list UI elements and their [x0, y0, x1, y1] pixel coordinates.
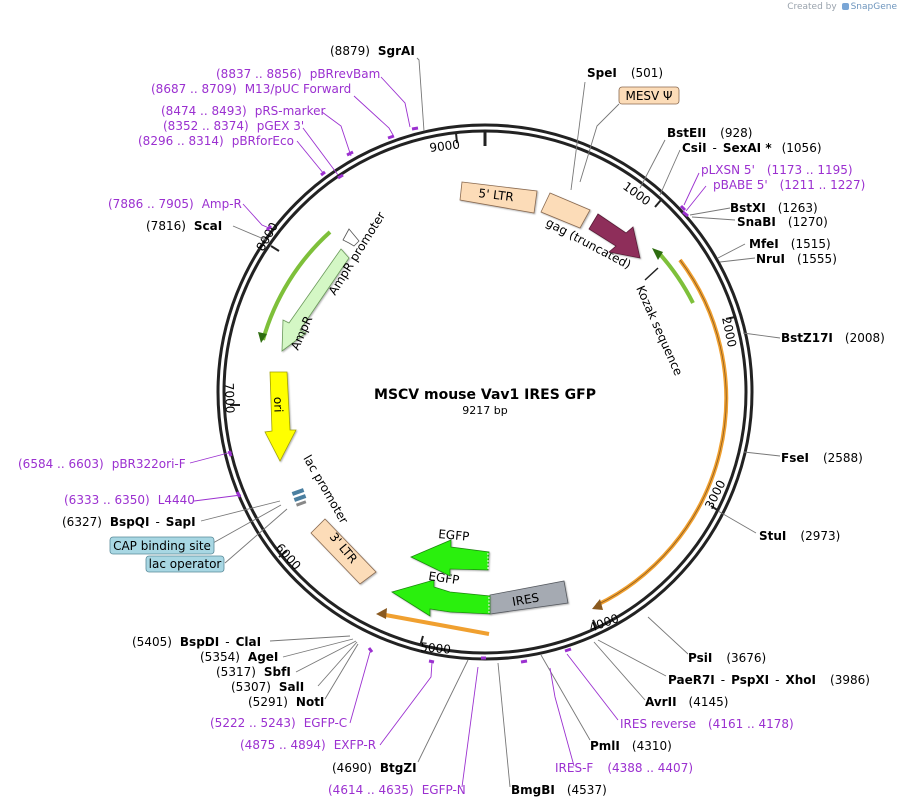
site-bstxi[interactable]: BstXI(1263)	[730, 201, 818, 215]
orange-orf-line	[596, 258, 729, 607]
primer-pbrforeco[interactable]: (8296 .. 8314)pBRforEco	[138, 134, 294, 148]
orange-orf-outline	[596, 259, 727, 606]
tick-1000: 1000	[620, 179, 653, 208]
site-fsei[interactable]: FseI(2588)	[781, 451, 863, 465]
tick-7000: 7000	[222, 383, 237, 414]
tick-2000: 2000	[719, 316, 739, 349]
tick-marks	[230, 132, 736, 647]
site-sbfi[interactable]: (5317)SbfI	[216, 665, 291, 679]
tick-9000: 9000	[429, 137, 461, 155]
site-scai[interactable]: (7816)ScaI	[146, 219, 222, 233]
site-csii[interactable]: CsiI-SexAI *(1056)	[682, 141, 822, 155]
ori-label: ori	[271, 397, 286, 413]
lac-operator-box[interactable]	[145, 555, 225, 573]
primer-iresrev[interactable]: IRES reverse(4161 .. 4178)	[620, 717, 794, 731]
site-bsteii[interactable]: BstEII(928)	[667, 126, 752, 140]
mesv-feature[interactable]	[618, 86, 680, 105]
site-psii[interactable]: PsiI(3676)	[688, 651, 766, 665]
green-orf-arrowhead-left	[258, 332, 267, 343]
ltr5-feature[interactable]	[459, 181, 538, 214]
primer-prs[interactable]: (8474 .. 8493)pRS-marker	[161, 104, 325, 118]
site-pmli[interactable]: PmlI(4310)	[590, 739, 672, 753]
site-mfei[interactable]: MfeI(1515)	[749, 237, 831, 251]
primer-l4440[interactable]: (6333 .. 6350)L4440	[64, 493, 195, 507]
green-orf-line-left	[261, 230, 332, 341]
primer-egfpn[interactable]: (4614 .. 4635)EGFP-N	[328, 783, 466, 797]
primer-plxsn[interactable]: pLXSN 5'(1173 .. 1195)	[701, 163, 853, 177]
site-sgrai[interactable]: (8879)SgrAI	[330, 44, 415, 58]
primer-pgex[interactable]: (8352 .. 8374)pGEX 3'	[163, 119, 304, 133]
site-bspqi[interactable]: (6327)BspQI-SapI	[62, 515, 196, 529]
lac-promoter-label: lac promoter	[300, 453, 351, 527]
lac-operator-label: lac operator	[149, 557, 222, 571]
snapgene-logo-icon	[841, 3, 849, 10]
green-orf-line-right	[656, 250, 695, 304]
orf-purple-arrow[interactable]	[588, 213, 641, 259]
credit-prefix: Created by	[787, 2, 837, 12]
mesv-leader-line	[579, 103, 620, 183]
kozak-marker	[644, 267, 659, 281]
orange-orf-arrowhead	[592, 599, 603, 610]
primer-pbabe[interactable]: pBABE 5'(1211 .. 1227)	[713, 178, 865, 192]
lac-promoter-marker	[291, 488, 307, 507]
site-bstz17i[interactable]: BstZ17I(2008)	[781, 331, 885, 345]
ampr-promoter-feature[interactable]	[342, 228, 360, 247]
plasmid-length: 9217 bp	[462, 404, 507, 417]
site-snabi[interactable]: SnaBI(1270)	[737, 215, 828, 229]
primer-pbrrevbam[interactable]: (8837 .. 8856)pBRrevBam	[216, 67, 380, 81]
site-avrii[interactable]: AvrII(4145)	[645, 695, 728, 709]
site-paer7i[interactable]: PaeR7I-PspXI-XhoI(3986)	[668, 673, 870, 687]
cap-binding-site-label: CAP binding site	[113, 539, 211, 553]
site-nrui[interactable]: NruI(1555)	[756, 252, 837, 266]
site-btgzi[interactable]: (4690)BtgZI	[332, 761, 417, 775]
ampr-promoter-label: AmpR promoter	[326, 209, 388, 297]
egfp-lower-label: EGFP	[428, 569, 461, 587]
ltr3-feature[interactable]	[310, 518, 377, 585]
ltr5-label: 5' LTR	[478, 186, 515, 204]
primer-pbr322ori[interactable]: (6584 .. 6603)pBR322ori-F	[18, 457, 186, 471]
site-noti[interactable]: (5291)NotI	[248, 695, 324, 709]
site-stui[interactable]: StuI(2973)	[759, 529, 840, 543]
ires-label: IRES	[511, 590, 540, 608]
egfp-upper-feature[interactable]	[410, 539, 490, 577]
primer-exfpr[interactable]: (4875 .. 4894)EXFP-R	[240, 738, 376, 752]
site-agei[interactable]: (5354)AgeI	[200, 650, 278, 664]
site-spei[interactable]: SpeI(501)	[587, 66, 663, 80]
ori-feature[interactable]	[264, 371, 297, 462]
green-orf-arrowhead-right	[652, 248, 663, 260]
site-sali[interactable]: (5307)SalI	[231, 680, 304, 694]
primer-m13[interactable]: (8687 .. 8709)M13/pUC Forward	[151, 82, 351, 96]
egfp-upper-label: EGFP	[438, 527, 470, 544]
credit-brand: SnapGene	[850, 2, 897, 12]
tick-6000: 6000	[273, 541, 304, 573]
site-bmgbi[interactable]: BmgBI(4537)	[511, 783, 607, 797]
snapgene-credit: Created by SnapGene	[787, 2, 897, 12]
leader-lines	[189, 57, 781, 788]
site-bspdi[interactable]: (5405)BspDI-ClaI	[132, 635, 261, 649]
egfp-lower-feature[interactable]	[391, 579, 491, 617]
ampr-feature[interactable]	[281, 248, 350, 352]
primer-ticks	[227, 126, 689, 664]
primer-iresf[interactable]: IRES-F(4388 .. 4407)	[555, 761, 693, 775]
plasmid-title: MSCV mouse Vav1 IRES GFP	[374, 387, 596, 403]
cap-binding-site-box[interactable]	[109, 536, 215, 555]
primer-ampr[interactable]: (7886 .. 7905)Amp-R	[108, 197, 242, 211]
orange-orf-arrowhead-bottom	[376, 608, 387, 619]
gag-feature[interactable]	[540, 192, 591, 229]
kozak-label: Kozak sequence	[633, 284, 685, 378]
orange-orf-line-bottom	[379, 612, 490, 636]
mesv-label: MESV Ψ	[625, 89, 672, 103]
primer-egfpc[interactable]: (5222 .. 5243)EGFP-C	[210, 716, 347, 730]
tick-5000: 5000	[420, 640, 452, 657]
